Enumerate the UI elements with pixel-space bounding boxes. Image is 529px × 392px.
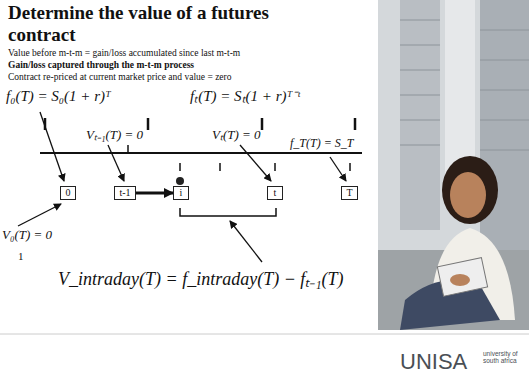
time-box: i <box>173 186 189 200</box>
time-label: i <box>180 188 183 198</box>
footer-rule <box>0 334 529 335</box>
formula: Vₜ(T) = 0 <box>212 128 261 142</box>
formula: f_T(T) = S_T <box>290 137 353 150</box>
time-label: t-1 <box>119 188 130 198</box>
logo-subtext: university of south africa <box>483 350 525 364</box>
time-box: t <box>267 186 283 200</box>
time-label: T <box>346 188 352 198</box>
dot-marker <box>176 177 184 185</box>
time-arrow <box>136 192 173 195</box>
time-label: t <box>274 188 277 198</box>
student-photo <box>378 0 529 330</box>
note-text: Contract re-priced at current market pri… <box>8 72 231 82</box>
note-text: Gain/loss captured through the m-t-m pro… <box>8 60 194 70</box>
time-box: t-1 <box>114 186 136 200</box>
time-box: 0 <box>60 186 76 200</box>
time-box: T <box>341 186 358 200</box>
note-text: Value before m-t-m = gain/loss accumulat… <box>8 48 240 58</box>
stray-number: 1 <box>18 250 24 262</box>
formula: f₀(T) = S₀(1 + r)ᵀ <box>6 88 111 105</box>
leader-lines <box>18 112 346 262</box>
time-label: 0 <box>66 188 71 198</box>
formula: V₀(T) = 0 <box>2 228 52 242</box>
timeline <box>40 118 362 171</box>
formula: Vₜ₋₁(T) = 0 <box>86 128 143 142</box>
slide-title: Determine the value of a futures contrac… <box>8 2 278 46</box>
formula: fₜ(T) = Sₜ(1 + r)ᵀ⁻ᵗ <box>190 88 300 105</box>
logo-text: UNISA <box>400 350 467 374</box>
main-formula: V_intraday(T) = f_intraday(T) − fₜ₋₁(T) <box>56 270 346 290</box>
